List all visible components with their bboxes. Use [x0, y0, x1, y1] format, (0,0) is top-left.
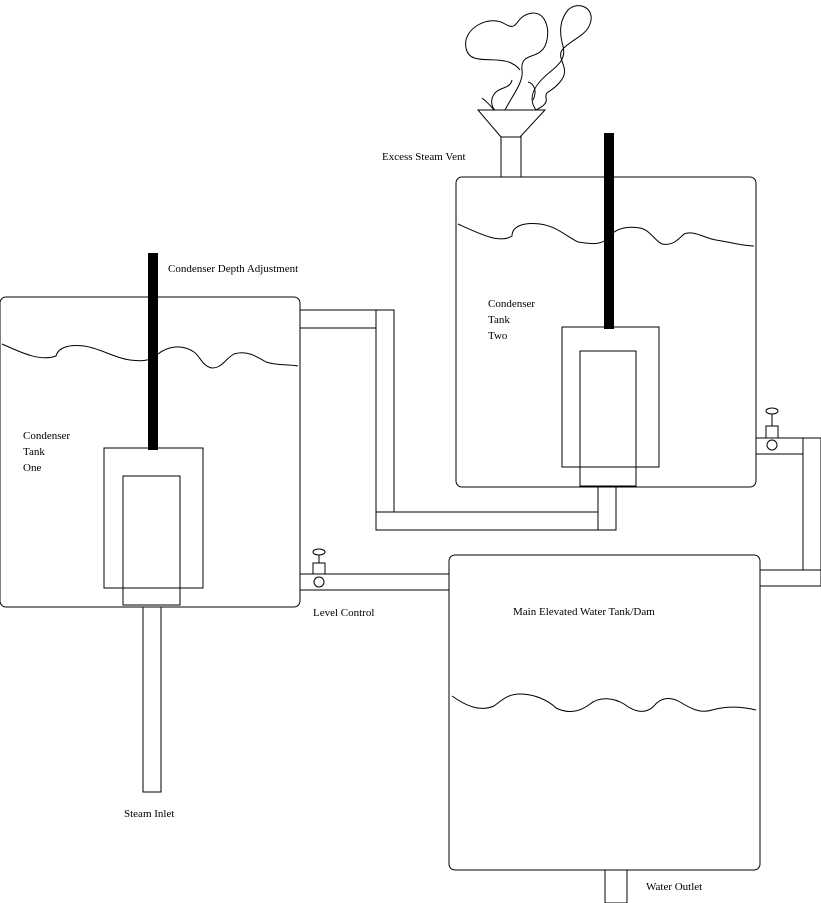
main-elevated-water-tank	[448, 554, 761, 871]
main-tank-label: Main Elevated Water Tank/Dam	[513, 606, 655, 618]
tank-two-label-line-2: Tank	[488, 314, 510, 326]
depth-adjustment-rod-tank-one	[148, 253, 158, 450]
water-surface-tank-two	[457, 223, 755, 247]
connecting-pipe-tank-two-to-main-tank	[755, 437, 821, 587]
steam-cloud-icon	[465, 5, 592, 115]
water-surface-main-tank	[451, 693, 757, 712]
depth-adjustment-rod-tank-two	[604, 133, 614, 329]
steam-inlet-label: Steam Inlet	[124, 808, 174, 820]
steam-vent	[476, 109, 547, 179]
connecting-pipe-tank-one-to-tank-two	[299, 309, 617, 531]
condenser-depth-adjustment-label: Condenser Depth Adjustment	[168, 263, 298, 275]
condenser-core-tank-two	[579, 350, 637, 487]
condenser-core-tank-one	[122, 475, 181, 606]
water-outlet-label: Water Outlet	[646, 881, 702, 893]
condenser-unit-tank-one	[103, 447, 204, 589]
tank-one-label-line-3: One	[23, 462, 41, 474]
tank-one-label-line-2: Tank	[23, 446, 45, 458]
condenser-unit-tank-two	[561, 326, 660, 468]
tank-two-label-line-1: Condenser	[488, 298, 535, 310]
tank-two-label-line-3: Two	[488, 330, 508, 342]
water-surface-tank-one	[1, 343, 299, 369]
tank-one-label-line-1: Condenser	[23, 430, 70, 442]
steam-inlet-pipe	[142, 605, 162, 793]
excess-steam-vent-label: Excess Steam Vent	[382, 151, 466, 163]
level-control-label: Level Control	[313, 607, 374, 619]
water-outlet-pipe	[604, 869, 628, 903]
condenser-tank-one	[0, 253, 301, 608]
valve-icon	[312, 548, 326, 588]
valve-icon	[765, 407, 779, 451]
condenser-tank-two	[455, 133, 757, 488]
